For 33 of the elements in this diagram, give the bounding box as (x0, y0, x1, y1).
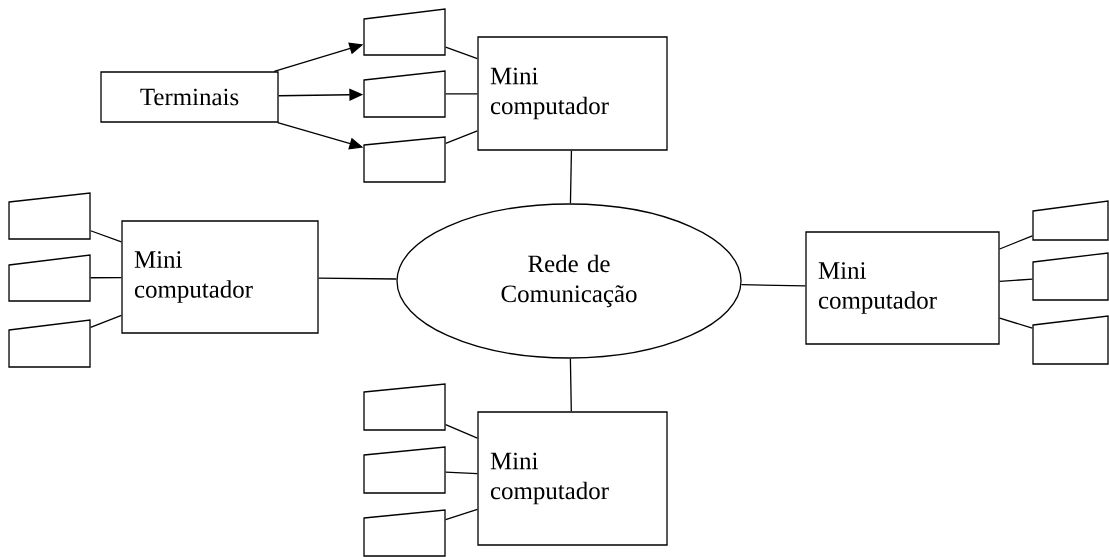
connector-line (445, 130, 478, 144)
terminal-symbol (363, 8, 446, 56)
connector-line (445, 93, 478, 95)
process-box: Mini computador (477, 36, 668, 151)
connector-line (445, 423, 478, 439)
connector-line (445, 46, 478, 60)
process-box: Mini computador (805, 231, 1000, 345)
terminal-symbol (363, 136, 446, 183)
label-box: Terminais (100, 71, 279, 123)
terminal-symbol (363, 509, 446, 557)
connector-line (445, 471, 478, 475)
connector-line (740, 283, 806, 287)
terminal-symbol (8, 319, 91, 368)
connector-line (90, 276, 122, 279)
connector-line (90, 230, 122, 243)
connector-line (569, 358, 572, 412)
terminal-symbol (1032, 200, 1109, 241)
terminal-symbol (1032, 315, 1109, 365)
process-box: Mini computador (121, 220, 319, 334)
process-box: Mini computador (477, 411, 668, 546)
connector-line (90, 314, 122, 329)
connector-line (999, 278, 1033, 282)
terminal-symbol (1032, 252, 1109, 301)
connector-line (999, 235, 1033, 250)
connector-line (318, 277, 398, 280)
terminal-symbol (363, 70, 446, 118)
connector-line (569, 150, 573, 204)
terminal-symbol (8, 192, 91, 240)
terminal-symbol (363, 383, 446, 431)
connector-line (445, 508, 478, 521)
connector-line (999, 317, 1033, 329)
terminal-symbol (8, 254, 91, 302)
terminal-symbol (363, 446, 446, 494)
